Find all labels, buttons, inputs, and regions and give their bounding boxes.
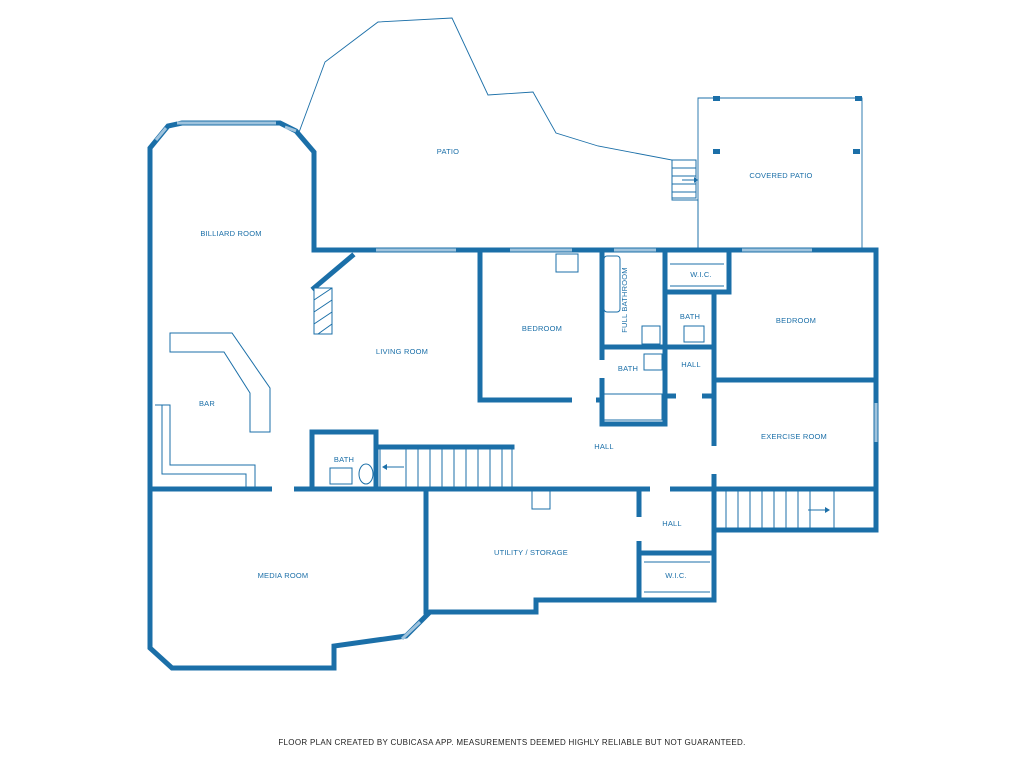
- bedroom-2-label: BEDROOM: [776, 316, 816, 325]
- covered-patio-label: COVERED PATIO: [749, 171, 812, 180]
- fireplace: [313, 287, 333, 335]
- media-room-label: MEDIA ROOM: [258, 571, 309, 580]
- bedroom-1-label: BEDROOM: [522, 324, 562, 333]
- fixtures: [329, 253, 724, 593]
- exterior-walls: [147, 120, 879, 671]
- bath-upper-right-label: BATH: [680, 312, 700, 321]
- hall-main-label: HALL: [594, 442, 614, 451]
- door-openings: [272, 360, 717, 541]
- patio-label: PATIO: [437, 147, 459, 156]
- bath-left-label: BATH: [334, 455, 354, 464]
- patio-steps: [671, 159, 698, 199]
- bath-center-label: BATH: [618, 364, 638, 373]
- billiard-room-label: BILLIARD ROOM: [200, 229, 261, 238]
- full-bathroom-label: FULL BATHROOM: [620, 267, 629, 333]
- stairs-main: [379, 446, 513, 488]
- bar-label: BAR: [199, 399, 215, 408]
- patio-outline: [297, 17, 699, 251]
- wic-lower-label: W.I.C.: [665, 571, 687, 580]
- footer-disclaimer: FLOOR PLAN CREATED BY CUBICASA APP. MEAS…: [278, 738, 745, 747]
- exercise-room-label: EXERCISE ROOM: [761, 432, 827, 441]
- stairs-right: [713, 490, 835, 529]
- hall-lower-label: HALL: [662, 519, 682, 528]
- wic-upper-label: W.I.C.: [690, 270, 712, 279]
- windows: [154, 121, 878, 641]
- utility-storage-label: UTILITY / STORAGE: [494, 548, 568, 557]
- hall-upper-label: HALL: [681, 360, 701, 369]
- covered-patio-structure: [697, 96, 863, 250]
- living-room-label: LIVING ROOM: [376, 347, 428, 356]
- bar-counter: [155, 332, 271, 488]
- interior-walls: [147, 247, 879, 615]
